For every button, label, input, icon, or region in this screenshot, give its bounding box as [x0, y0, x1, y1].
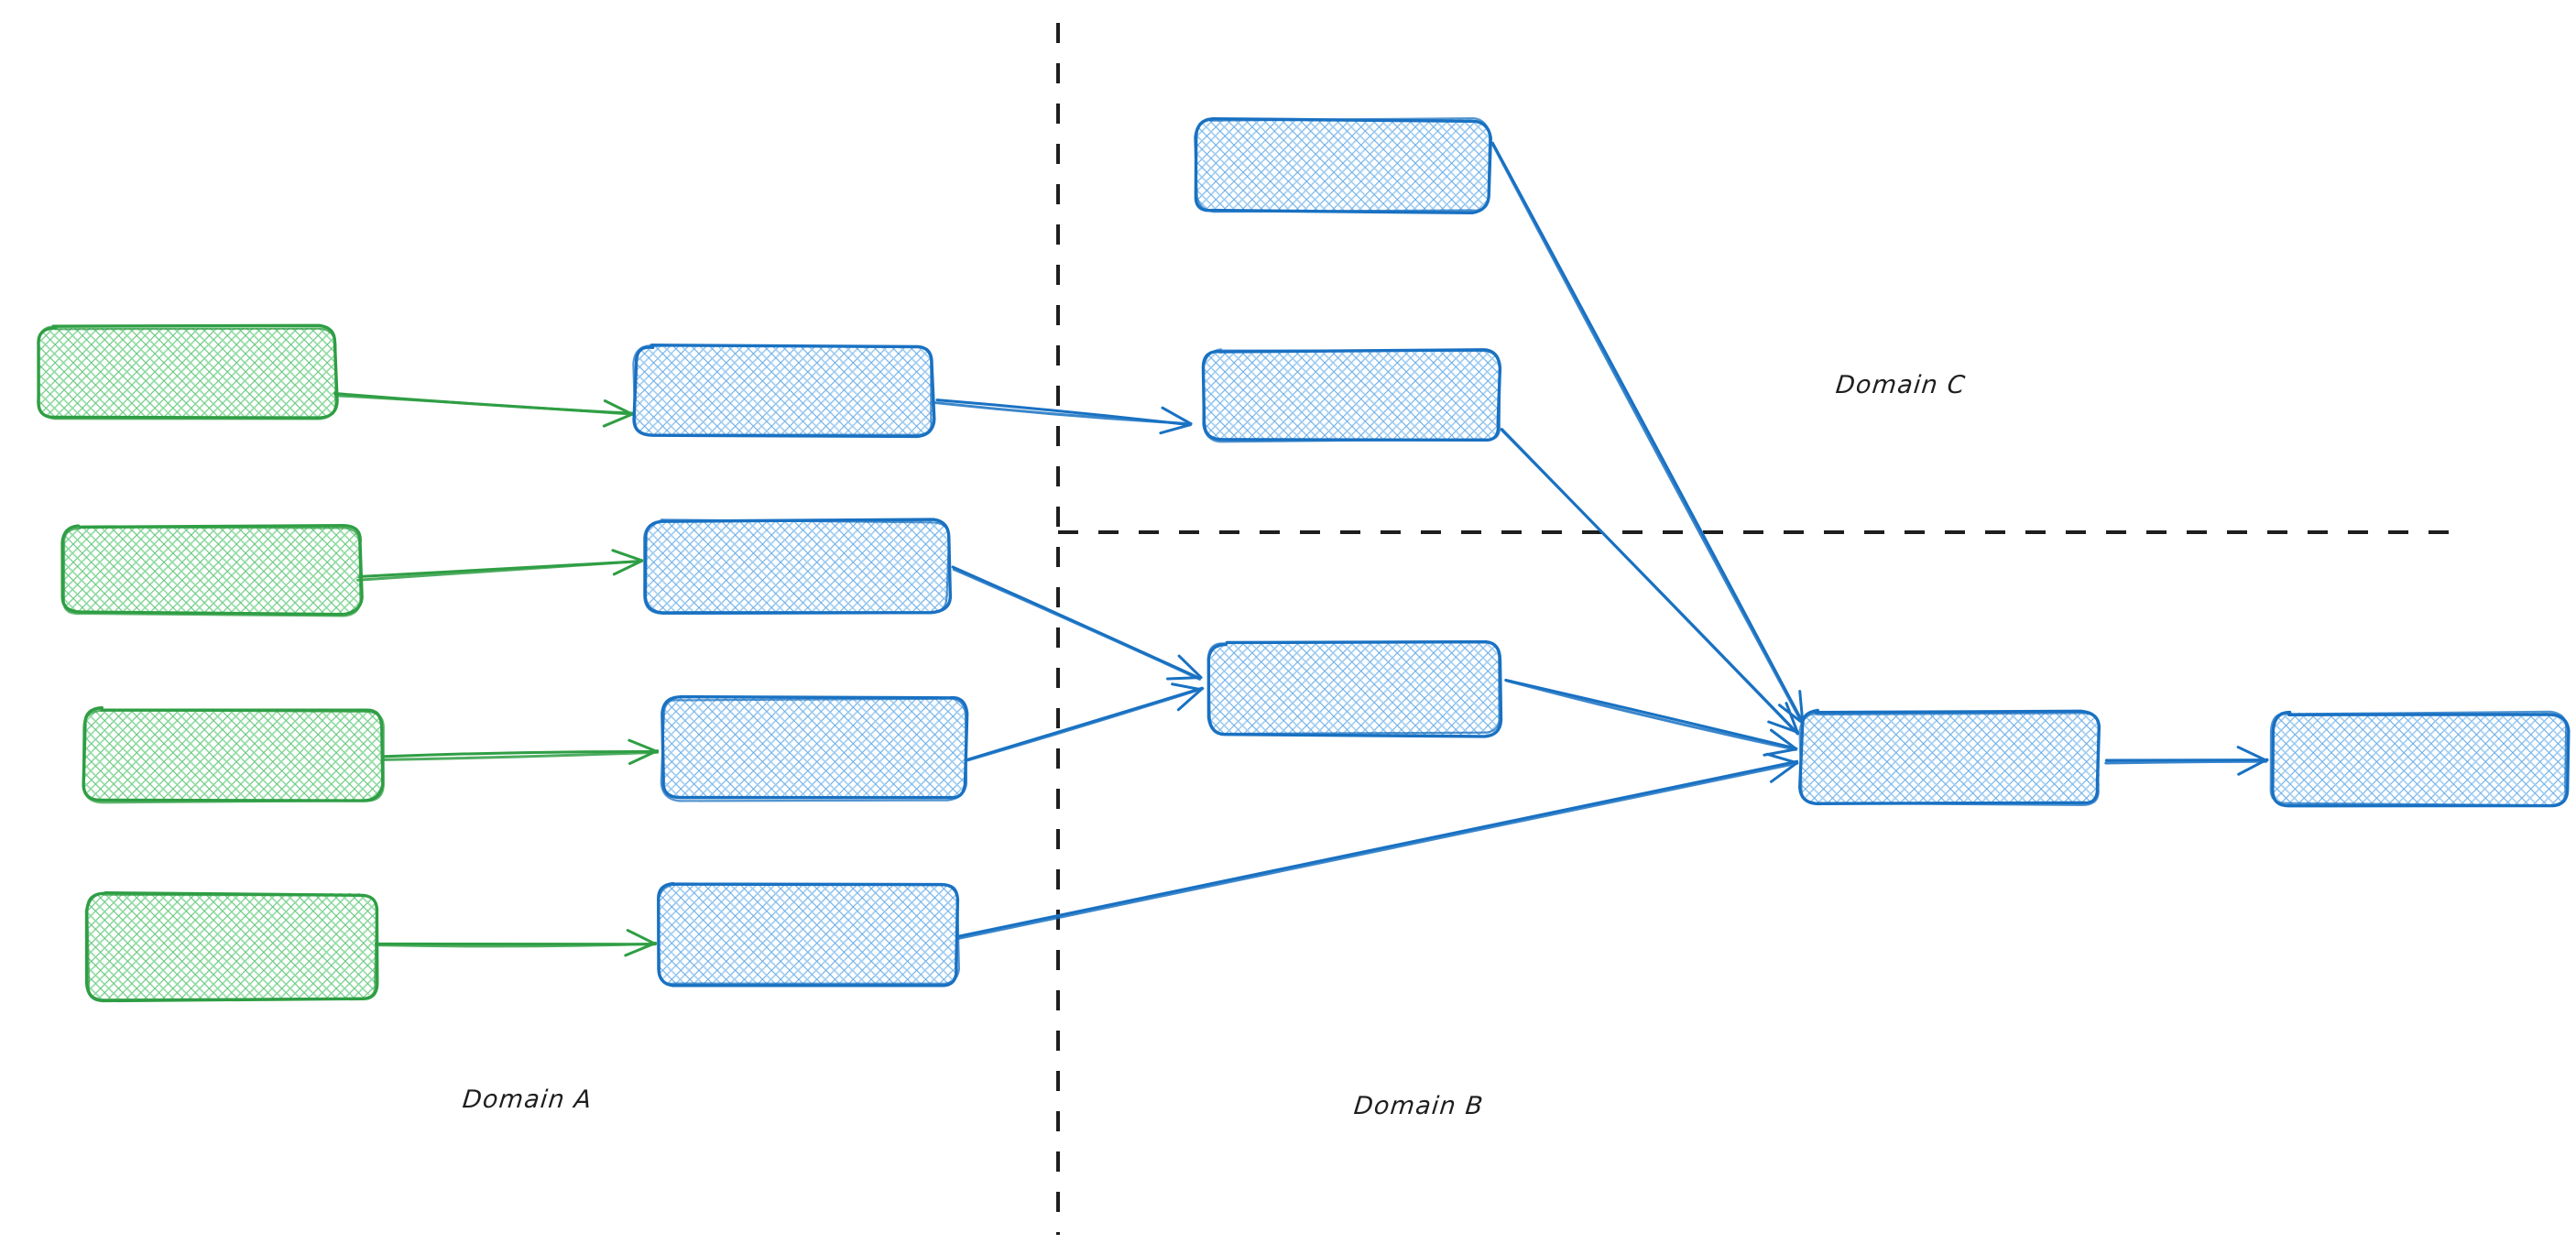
node-outline: [632, 344, 933, 436]
node-outline: [660, 694, 969, 800]
node-fill: [1209, 643, 1501, 735]
edge-arrowhead: [612, 560, 643, 576]
node-outline: [86, 892, 378, 1001]
node-outline: [1206, 640, 1501, 736]
node-fill: [87, 893, 376, 999]
edge-e1: [333, 391, 634, 428]
edge-arrowhead: [1176, 687, 1204, 712]
edge-shaft: [380, 750, 660, 758]
edge-e5: [933, 398, 1193, 435]
node-a-mid-1[interactable]: [632, 344, 936, 439]
edge-arrowhead: [1166, 676, 1202, 681]
node-b-top[interactable]: [1194, 116, 1492, 215]
edge-arrowhead: [2236, 746, 2268, 762]
node-fill: [1195, 119, 1489, 211]
domain-c-label: Domain C: [1834, 371, 1968, 399]
edge-arrowhead: [628, 738, 659, 754]
node-outline: [643, 518, 951, 616]
node-c-hub[interactable]: [1798, 708, 2101, 807]
edge-e9: [1490, 141, 1805, 727]
node-outline: [1202, 348, 1501, 443]
nodes-layer: [37, 116, 2571, 1003]
edge-e10: [1500, 428, 1799, 736]
edge-arrowhead: [602, 412, 634, 428]
edge-e12: [2104, 746, 2269, 776]
node-fill: [62, 527, 360, 614]
domain-dividers: [1056, 23, 2455, 1235]
node-outline: [660, 697, 968, 802]
node-outline: [37, 325, 337, 420]
node-c-out[interactable]: [2269, 710, 2571, 808]
edge-e6: [951, 565, 1203, 681]
edge-arrowhead: [1765, 752, 1799, 765]
node-outline: [1194, 116, 1491, 213]
edge-arrowhead: [626, 929, 657, 946]
edge-arrowhead: [603, 399, 634, 416]
node-fill: [646, 520, 948, 612]
node-a-mid-4[interactable]: [657, 881, 961, 988]
edge-shaft: [1491, 143, 1805, 727]
edges-layer: [333, 141, 2269, 957]
edge-shaft: [1504, 679, 1797, 751]
node-a-src-4[interactable]: [84, 890, 379, 1003]
node-fill: [1205, 350, 1500, 440]
edge-arrowhead: [624, 941, 658, 957]
edge-arrowhead: [1159, 423, 1192, 435]
node-outline: [62, 526, 362, 617]
edge-e3: [380, 738, 660, 765]
domain-b-label: Domain B: [1352, 1092, 1486, 1120]
edge-arrowhead: [611, 549, 644, 562]
domain-a-label: Domain A: [461, 1086, 595, 1114]
node-b-mid[interactable]: [1201, 348, 1502, 443]
edge-arrowhead: [1177, 654, 1203, 680]
node-a-mid-3[interactable]: [660, 694, 969, 802]
node-outline: [657, 882, 961, 985]
node-outline: [1798, 712, 2100, 807]
edge-shaft: [382, 750, 660, 761]
edge-e7: [966, 682, 1205, 762]
edge-shaft: [333, 394, 634, 416]
edge-shaft: [957, 761, 1799, 940]
node-fill: [658, 884, 957, 985]
edge-shaft: [377, 942, 656, 948]
edge-shaft: [1501, 428, 1799, 736]
node-fill: [85, 710, 383, 802]
edge-shaft: [958, 759, 1799, 938]
node-fill: [2272, 713, 2567, 804]
edge-e4: [375, 929, 658, 957]
edge-e11: [1504, 678, 1798, 757]
edge-arrowhead: [1763, 748, 1797, 757]
edge-arrowhead: [2237, 758, 2269, 776]
edge-shaft: [356, 559, 643, 582]
edge-e8: [957, 752, 1799, 940]
node-a-mid-2[interactable]: [643, 518, 953, 616]
edge-shaft: [933, 401, 1193, 426]
edge-shaft: [1504, 678, 1798, 750]
edge-arrowhead: [1161, 406, 1193, 426]
edge-shaft: [952, 568, 1202, 681]
node-b-low[interactable]: [1206, 640, 1503, 738]
edge-arrowhead: [1785, 702, 1799, 735]
edge-arrowhead: [1767, 720, 1798, 734]
edge-shaft: [966, 687, 1205, 762]
edge-e2: [356, 549, 644, 582]
node-fill: [662, 698, 965, 799]
edge-arrowhead: [1171, 682, 1203, 692]
node-a-src-3[interactable]: [82, 705, 385, 804]
node-outline: [60, 523, 364, 617]
node-a-src-2[interactable]: [60, 523, 364, 617]
node-fill: [38, 328, 336, 418]
edge-arrowhead: [628, 749, 659, 765]
node-fill: [635, 346, 933, 436]
node-a-src-1[interactable]: [37, 323, 339, 420]
edge-shaft: [2104, 759, 2268, 765]
edge-arrowhead: [1769, 761, 1799, 783]
node-outline: [2269, 710, 2568, 807]
node-outline: [82, 709, 385, 804]
node-fill: [1802, 713, 2100, 804]
edge-arrowhead: [1769, 728, 1797, 750]
